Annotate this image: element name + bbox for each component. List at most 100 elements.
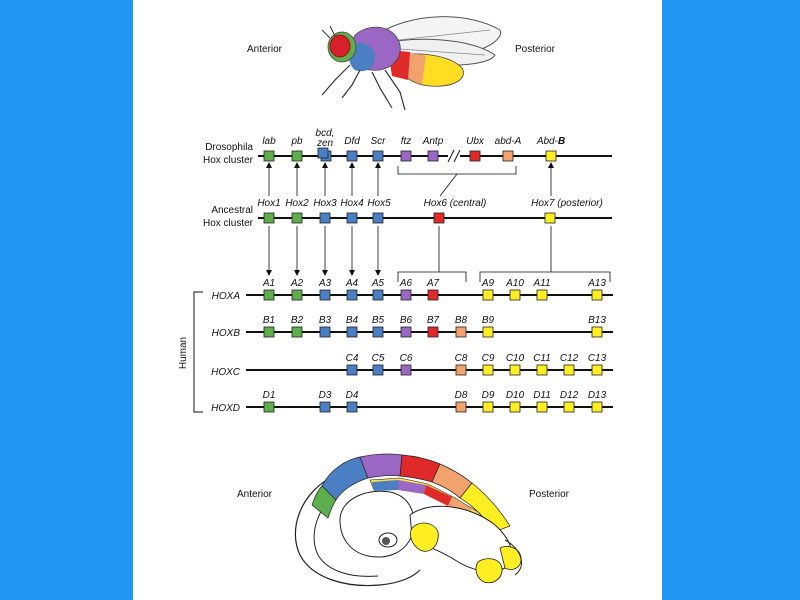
gene-label-a10: A10 [505,278,524,289]
hoxd-label: HOXD [211,403,240,414]
gene-label-d3: D3 [319,390,332,401]
gene-box-b9 [482,326,494,338]
gene-label-c6: C6 [400,353,413,364]
gene-box-d9 [482,401,494,413]
drosophila-label-line2: Hox cluster [203,155,254,166]
hoxa-label: HOXA [212,291,241,302]
homology-arrowheads-bottom [266,270,381,276]
gene-label-b3: B3 [319,315,332,326]
gene-label-a6: A6 [399,278,413,289]
gene-label-b4: B4 [346,315,359,326]
gene-box-antp [427,150,439,162]
gene-label-c8: C8 [455,353,468,364]
gene-box-d1 [263,401,275,413]
gene-box-d12 [563,401,575,413]
gene-label-b9: B9 [482,315,495,326]
hoxa-genes [263,289,603,301]
gene-box-b4 [346,326,358,338]
drosophila-gene-labels: lab pb bcd, zen Dfd Scr ftz Antp Ubx abd… [262,128,565,149]
gene-box-bcd [317,147,329,159]
fly-anterior-label: Anterior [247,44,283,55]
gene-box-hox7 [544,212,556,224]
gene-box-c4 [346,364,358,376]
gene-box-b3 [319,326,331,338]
gene-box-a1 [263,289,275,301]
homology-arrowheads-top [266,162,554,168]
gene-box-pb [291,150,303,162]
gene-box-scr [372,150,384,162]
gene-label-b1: B1 [263,315,275,326]
gene-label-b13: B13 [588,315,606,326]
gene-label-hox5: Hox5 [367,198,391,209]
gene-label-a7: A7 [426,278,440,289]
gene-box-a10 [509,289,521,301]
gene-label-hox2: Hox2 [285,198,309,209]
gene-label-a5: A5 [371,278,385,289]
gene-label-ubx: Ubx [466,136,485,147]
gene-label-d12: D12 [560,390,579,401]
gene-label-d8: D8 [455,390,468,401]
gene-box-b8 [455,326,467,338]
gene-box-ubx [469,150,481,162]
fly-posterior-label: Posterior [515,44,556,55]
gene-box-a13 [591,289,603,301]
gene-label-c4: C4 [346,353,359,364]
gene-box-b2 [291,326,303,338]
gene-label-a3: A3 [318,278,332,289]
gene-label-a11: A11 [532,278,550,289]
ancestral-genes [263,212,556,224]
gene-label-a13: A13 [587,278,606,289]
gene-box-a6 [400,289,412,301]
gene-label-a1: A1 [262,278,275,289]
gene-box-c12 [563,364,575,376]
fly-illustration [321,16,502,111]
gene-box-b5 [372,326,384,338]
gene-box-b13 [591,326,603,338]
hoxc-gene-labels: C4 C5 C6 C8 C9 C10 C11 C12 C13 [346,353,607,364]
hoxd-genes [263,401,603,413]
hoxb-gene-labels: B1 B2 B3 B4 B5 B6 B7 B8 B9 B13 [263,315,606,326]
gene-label-lab: lab [262,136,276,147]
gene-box-c9 [482,364,494,376]
homology-arrows-bottom [268,226,552,272]
gene-label-a2: A2 [290,278,304,289]
gene-label-d4: D4 [346,390,359,401]
gene-label-c11: C11 [533,353,551,364]
gene-box-hox3 [319,212,331,224]
gene-label-a9: A9 [481,278,495,289]
gene-label-hox3: Hox3 [313,198,337,209]
gene-box-c5 [372,364,384,376]
gene-box-abd-a [502,150,514,162]
gene-box-hox5 [372,212,384,224]
gene-box-dfd [346,150,358,162]
gene-box-abd-b [545,150,557,162]
gene-label-antp: Antp [422,136,444,147]
gene-box-d11 [536,401,548,413]
gene-box-lab [263,150,275,162]
gene-box-hox2 [291,212,303,224]
gene-box-d4 [346,401,358,413]
gene-box-d8 [455,401,467,413]
homology-arrows-top [268,164,552,196]
gene-box-d3 [319,401,331,413]
gene-label-b5: B5 [372,315,385,326]
gene-label-c9: C9 [482,353,495,364]
hoxb-label: HOXB [212,328,241,339]
hoxc-label: HOXC [211,367,241,378]
gene-box-a9 [482,289,494,301]
ancestral-gene-labels: Hox1 Hox2 Hox3 Hox4 Hox5 Hox6 (central) … [257,198,603,209]
gene-box-a11 [536,289,548,301]
gene-label-b8: B8 [455,315,468,326]
human-bracket [193,291,203,413]
gene-label-b2: B2 [291,315,304,326]
hoxd-gene-labels: D1 D3 D4 D8 D9 D10 D11 D12 D13 [263,390,607,401]
cluster-break-mark [453,149,461,163]
gene-label-b7: B7 [427,315,440,326]
gene-box-c10 [509,364,521,376]
gene-box-hox1 [263,212,275,224]
gene-box-a2 [291,289,303,301]
gene-label-c5: C5 [372,353,385,364]
gene-box-b7 [427,326,439,338]
gene-label-d9: D9 [482,390,495,401]
